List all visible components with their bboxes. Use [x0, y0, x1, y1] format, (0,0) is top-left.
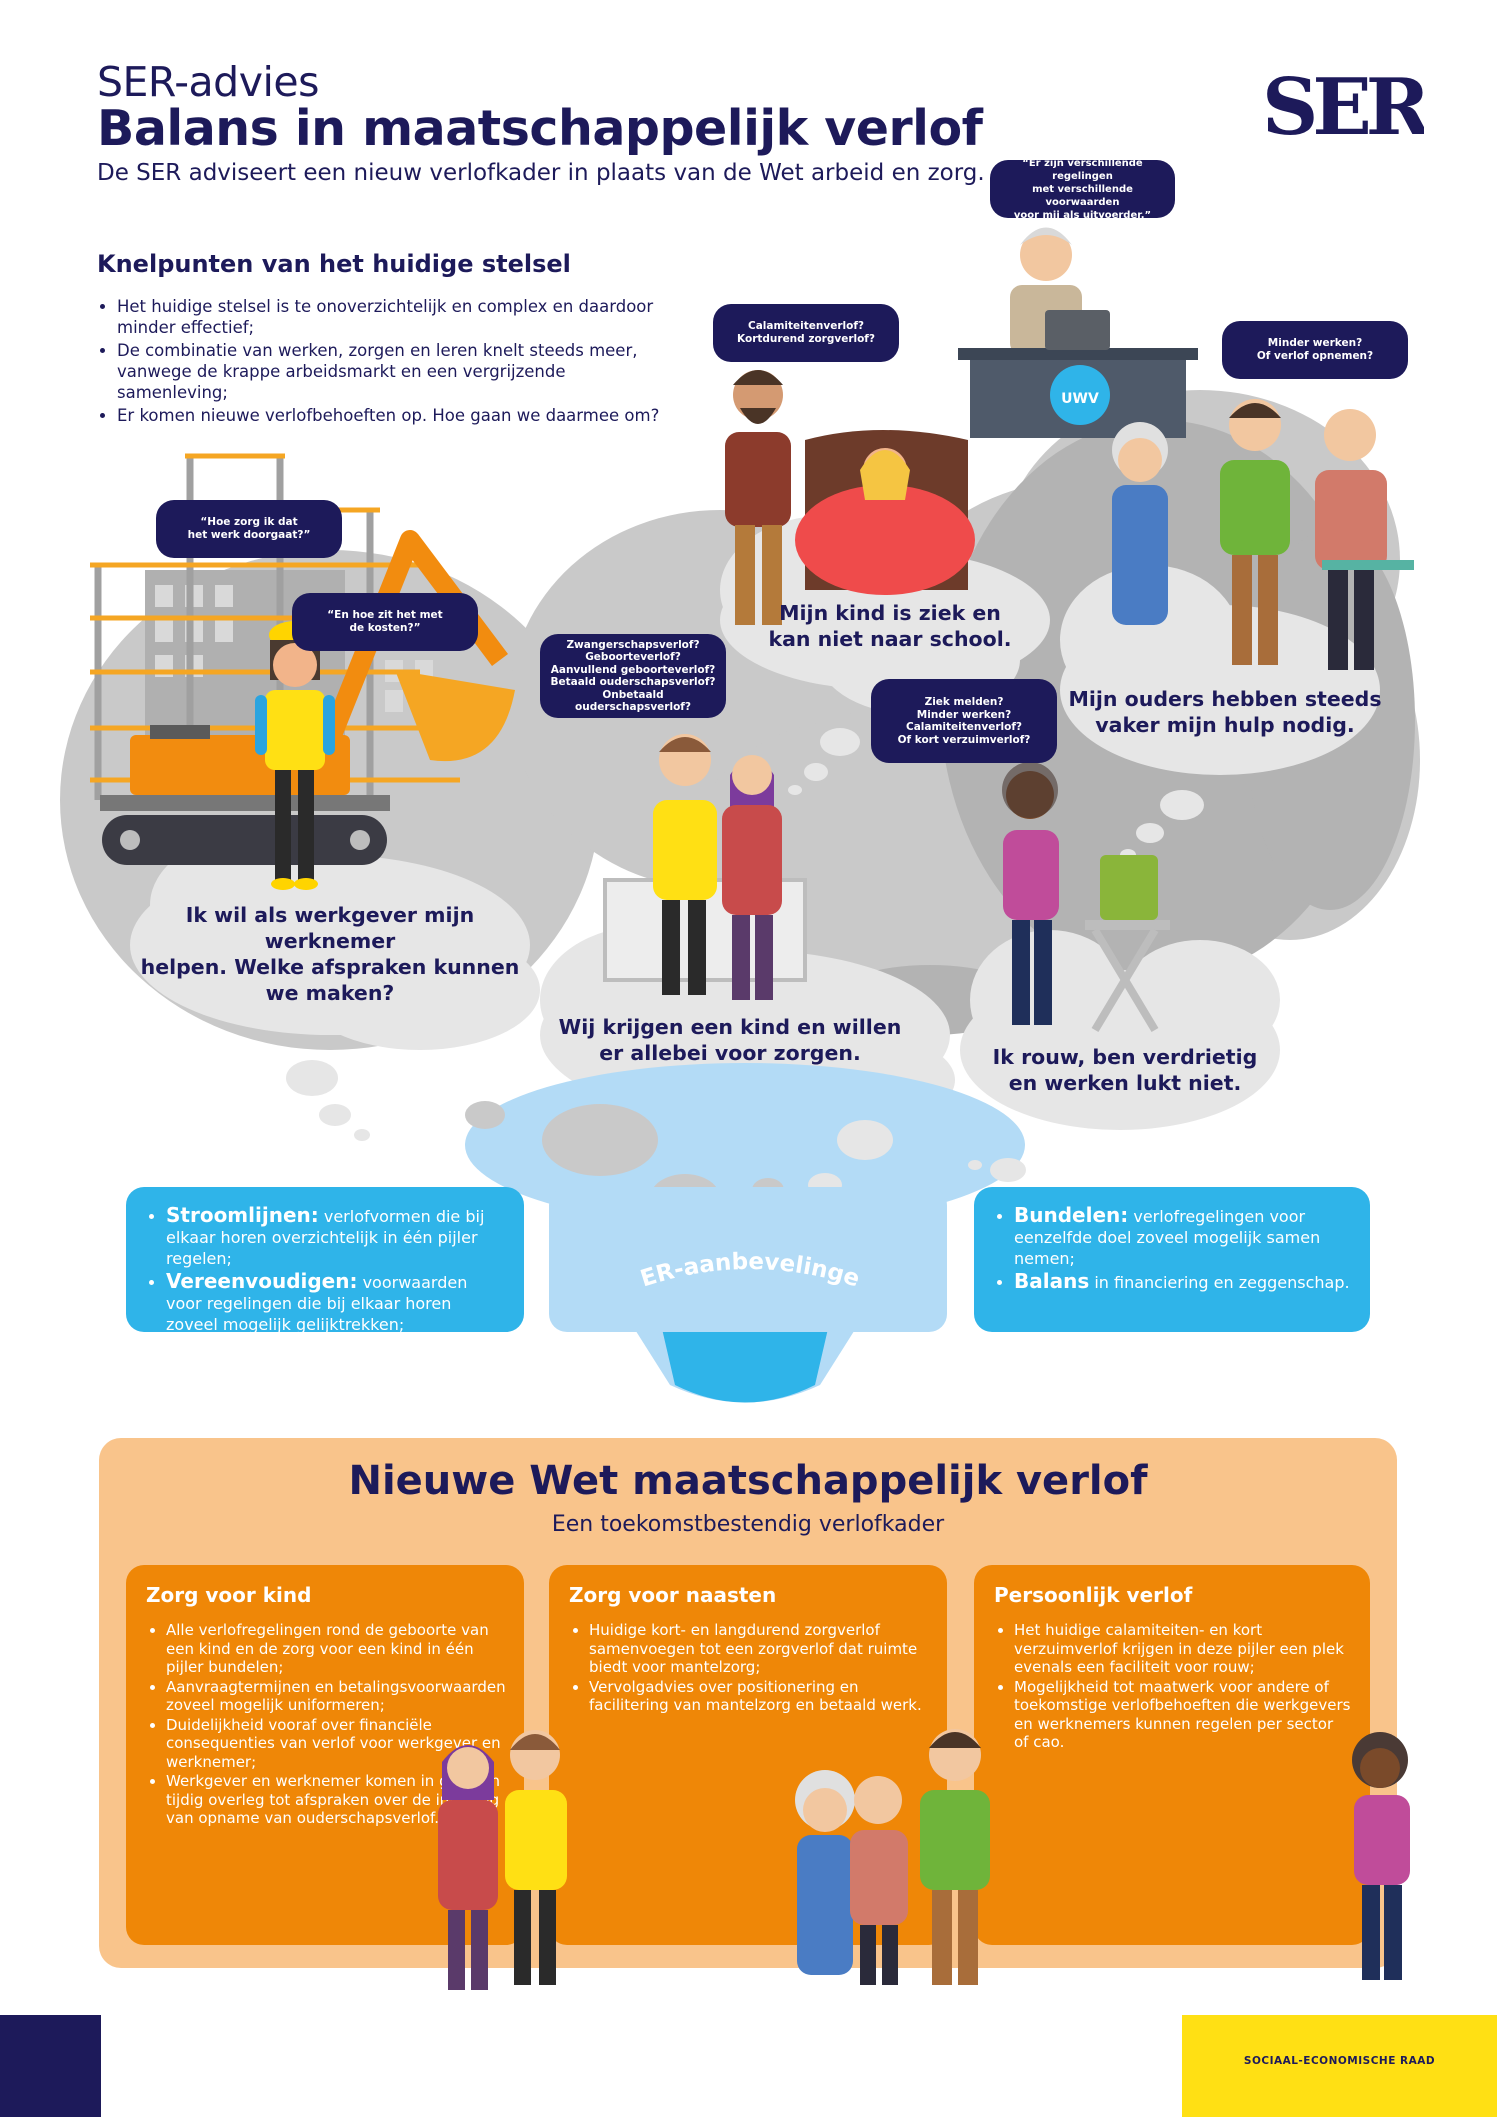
- caption-kind-krijgen: Wij krijgen een kind en willen er allebe…: [558, 1015, 902, 1065]
- list-item: Bundelen: verlofregelingen voor eenzelfd…: [1014, 1205, 1350, 1269]
- elderly-father: [1315, 409, 1414, 670]
- pillar-people-illustration: [438, 1729, 1410, 1990]
- speech-bubble-werkgever-1: “Hoe zorg ik dat het werk doorgaat?”: [156, 500, 342, 558]
- list-item: Duidelijkheid vooraf over financiële con…: [166, 1716, 506, 1772]
- uwv-label: UWV: [1061, 391, 1099, 407]
- page-kicker: SER-advies: [97, 58, 319, 106]
- speech-bubble-zwanger: Zwangerschapsverlof? Geboorteverlof? Aan…: [540, 634, 726, 718]
- funnel-center-box: [549, 1187, 947, 1332]
- term-description: verlofregelingen voor eenzelfde doel zov…: [1014, 1207, 1321, 1268]
- caption-ouders: Mijn ouders hebben steeds vaker mijn hul…: [1068, 687, 1382, 737]
- speech-bubble-uwv: “Er zijn verschillende regelingen met ve…: [990, 158, 1175, 221]
- funnel-label-svg: SER-aanbevelingen: [560, 1230, 863, 1293]
- worker-person: [255, 621, 335, 890]
- term-label: Bundelen:: [1014, 1203, 1129, 1227]
- term-description: in financiering en zeggenschap.: [1089, 1273, 1350, 1292]
- ser-logo-text: SER: [1262, 70, 1424, 140]
- list-item: Vervolgadvies over positionering en faci…: [589, 1678, 929, 1715]
- family-person: [795, 1729, 990, 1985]
- term-label: Balans: [1014, 1269, 1090, 1293]
- law-subtitle: Een toekomstbestendig verlofkader: [551, 1512, 945, 1537]
- speech-bubble-rouw: Ziek melden? Minder werken? Calamiteiten…: [871, 679, 1057, 763]
- list-item: Huidige kort- en langdurend zorgverlof s…: [589, 1621, 929, 1677]
- speech-bubble-ouders: Minder werken? Of verlof opnemen?: [1222, 321, 1408, 379]
- term-label: Vereenvoudigen:: [166, 1269, 358, 1293]
- pillar-title: Persoonlijk verlof: [994, 1583, 1193, 1607]
- caption-rouw: Ik rouw, ben verdrietig en werken lukt n…: [992, 1045, 1258, 1095]
- elderly-mother: [1112, 422, 1168, 625]
- knelpunten-title: Knelpunten van het huidige stelsel: [97, 250, 571, 278]
- page-title: Balans in maatschappelijk verlof: [97, 100, 983, 157]
- page-subtitle: De SER adviseert een nieuw verlofkader i…: [97, 160, 985, 186]
- pillar-title: Zorg voor naasten: [569, 1583, 777, 1607]
- caption-werkgever: Ik wil als werkgever mijn werknemer help…: [140, 903, 520, 1005]
- corner-block-navy: [0, 2015, 101, 2117]
- law-title: Nieuwe Wet maatschappelijk verlof: [348, 1458, 1148, 1504]
- list-item: Werkgever en werknemer komen in goed en …: [166, 1772, 506, 1828]
- list-item: Balans in financiering en zeggenschap.: [1014, 1271, 1350, 1293]
- caption-kind-ziek: Mijn kind is ziek en kan niet naar schoo…: [768, 601, 1012, 651]
- list-item: Mogelijkheid tot maatwerk voor andere of…: [1014, 1678, 1352, 1752]
- father-person: [725, 370, 791, 625]
- list-item: Alle verlofregelingen rond de geboorte v…: [166, 1621, 506, 1677]
- list-item: Aanvraagtermijnen en betalingsvoorwaarde…: [166, 1678, 506, 1715]
- list-item: De combinatie van werken, zorgen en lere…: [117, 340, 677, 403]
- ser-logo: SER: [1262, 70, 1424, 140]
- uwv-desk: UWV: [958, 310, 1198, 438]
- grieving-person: [1002, 762, 1170, 1033]
- pillar-persoonlijk-verlof: Persoonlijk verlof Het huidige calamitei…: [974, 1565, 1370, 1945]
- adult-son: [1220, 399, 1290, 665]
- sick-child-bed: [795, 430, 975, 595]
- caption-cloud: [130, 515, 1380, 1130]
- list-item: Er komen nieuwe verlofbehoeften op. Hoe …: [117, 405, 677, 426]
- svg-text:SER-aanbevelingen: SER-aanbevelingen: [560, 1230, 863, 1293]
- expecting-couple: [603, 734, 807, 1000]
- situations-illustration: UWV: [60, 227, 1420, 1403]
- pillar-title: Zorg voor kind: [146, 1583, 312, 1607]
- knelpunten-list: Het huidige stelsel is te onoverzichteli…: [97, 296, 677, 428]
- grieving-person: [1352, 1732, 1410, 1980]
- speech-bubble-kind-ziek: Calamiteitenverlof? Kortdurend zorgverlo…: [713, 304, 899, 362]
- couple-person: [438, 1730, 567, 1990]
- pillar-zorg-voor-naasten: Zorg voor naasten Huidige kort- en langd…: [549, 1565, 947, 1945]
- aanbevelingen-right-box: Bundelen: verlofregelingen voor eenzelfd…: [974, 1187, 1370, 1332]
- corner-block-yellow: [1182, 2015, 1497, 2117]
- speech-bubble-werkgever-2: “En hoe zit het met de kosten?”: [292, 593, 478, 651]
- list-item: Vereenvoudigen: voorwaarden voor regelin…: [166, 1271, 504, 1335]
- term-description: voorwaarden voor regelingen die bij elka…: [166, 1273, 468, 1334]
- funnel-label: SER-aanbevelingen: [560, 1230, 863, 1293]
- term-description: verlofvormen die bij elkaar horen overzi…: [166, 1207, 485, 1268]
- thought-dots: [286, 728, 1204, 1141]
- aanbevelingen-left-box: Stroomlijnen: verlofvormen die bij elkaa…: [126, 1187, 524, 1335]
- organisation-name: SOCIAAL-ECONOMISCHE RAAD: [1243, 2055, 1436, 2067]
- list-item: Het huidige calamiteiten- en kort verzui…: [1014, 1621, 1352, 1677]
- list-item: Het huidige stelsel is te onoverzichteli…: [117, 296, 677, 338]
- list-item: Stroomlijnen: verlofvormen die bij elkaa…: [166, 1205, 504, 1269]
- term-label: Stroomlijnen:: [166, 1203, 319, 1227]
